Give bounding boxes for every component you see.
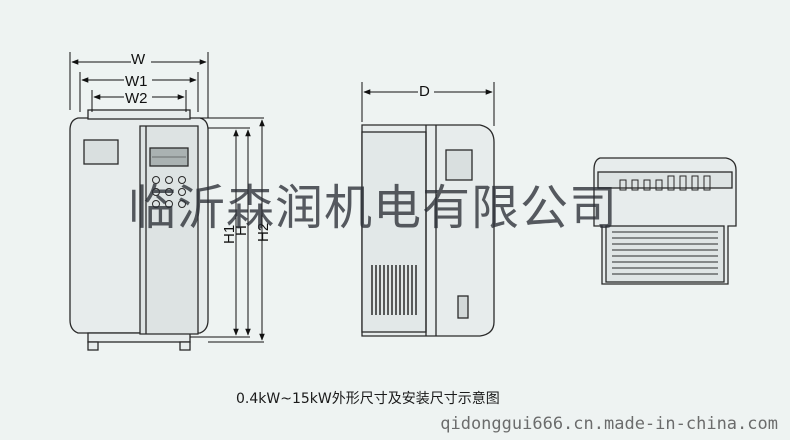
side-connector: [457, 295, 469, 319]
front-label-window: [83, 139, 119, 165]
front-view: [69, 109, 209, 351]
dim-w-label: W: [131, 51, 146, 68]
mount-tab-right: [179, 341, 191, 351]
keypad-panel: [139, 125, 199, 335]
side-display-slot: [445, 149, 473, 181]
side-vents: [371, 265, 417, 315]
side-view: [361, 124, 495, 337]
top-vent-grille: [605, 225, 725, 283]
height-dimensions: [190, 117, 265, 343]
front-top-flange: [87, 109, 191, 120]
company-watermark: 临沂森润机电有限公司: [128, 180, 619, 236]
dim-h1-label: H1: [221, 225, 238, 244]
keypad-keys: [152, 176, 186, 208]
dim-h-label: H: [233, 225, 250, 236]
dim-h2-label: H2: [255, 223, 272, 242]
dim-w1-label: W1: [125, 73, 148, 90]
figure-caption: 0.4kW~15kW外形尺寸及安装尺寸示意图: [236, 391, 500, 407]
top-upper-band: [597, 171, 733, 189]
dim-d-label: D: [419, 83, 430, 100]
site-watermark: qidonggui666.cn.made-in-china.com: [440, 414, 778, 434]
top-view: [593, 157, 737, 285]
dim-w2-label: W2: [125, 90, 148, 107]
mount-tab-left: [87, 341, 99, 351]
grille-slots: [612, 231, 718, 275]
top-terminal-slots: [619, 175, 711, 191]
